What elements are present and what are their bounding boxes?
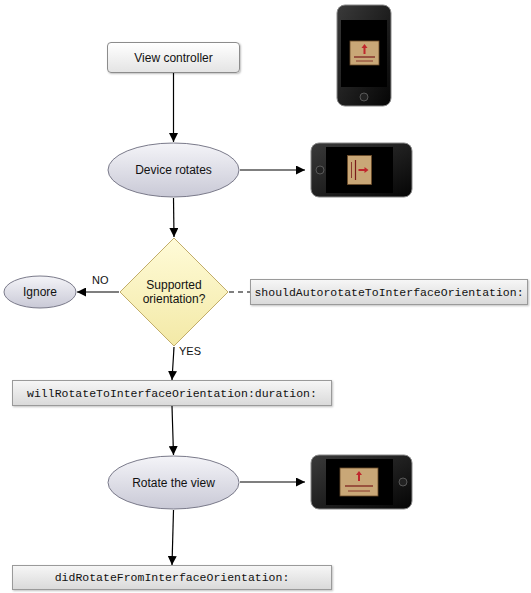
node-text: Supported orientation? [134,278,214,306]
illustration-arrow [240,481,305,482]
node-text: Ignore [23,285,57,299]
illustration-arrow [240,169,305,170]
decision-diamond: Supported orientation? [119,237,229,347]
action-ellipse: Rotate the view [107,455,240,510]
view-controller-box: View controller [107,42,240,73]
node-text: View controller [134,51,212,65]
node-text: Rotate the view [132,476,215,490]
method-box: shouldAutorotateToInterfaceOrientation: [250,279,528,305]
flow-arrow [172,510,174,565]
flow-arrow [173,73,174,142]
node-text: didRotateFromInterfaceOrientation: [55,571,290,584]
flow-arrow [172,347,174,380]
flow-arrow [77,291,119,292]
node-text: willRotateToInterfaceOrientation:duratio… [27,387,317,400]
edge-label: NO [92,274,109,286]
flow-arrow [173,198,175,237]
edge-label: YES [179,345,201,357]
method-box: didRotateFromInterfaceOrientation: [12,565,332,590]
dashed-connector [229,291,250,292]
ignore-ellipse: Ignore [3,275,77,309]
phone-landscape-rotated [311,143,412,197]
node-text: Device rotates [135,163,212,177]
flow-arrow [172,406,174,455]
node-text: shouldAutorotateToInterfaceOrientation: [254,286,523,299]
event-ellipse: Device rotates [107,142,240,198]
phone-portrait [337,5,391,106]
method-box: willRotateToInterfaceOrientation:duratio… [12,380,332,406]
phone-landscape-upright [311,455,412,509]
